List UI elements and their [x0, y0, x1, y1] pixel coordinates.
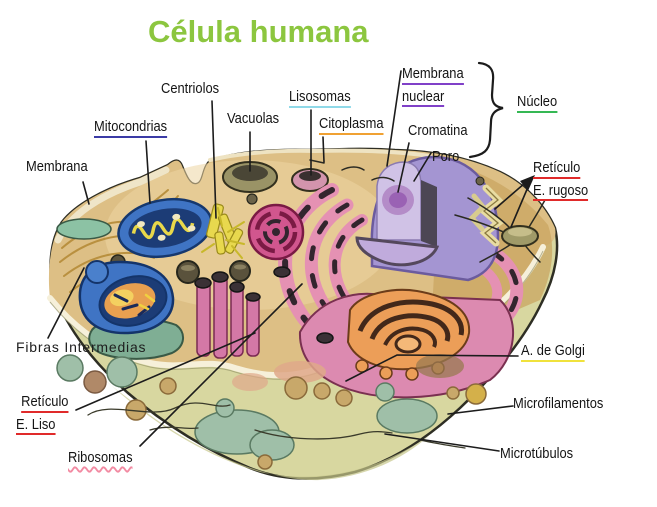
label-vacuolas: Vacuolas — [227, 110, 280, 127]
membrane-teal-pocket — [56, 218, 112, 240]
label-fibras-intermedias: Fibras Intermedias — [16, 339, 147, 355]
label-microtubulos: Microtúbulos — [500, 445, 574, 462]
er-zigzag — [468, 184, 504, 247]
leader-microtubulos — [384, 433, 500, 452]
page-title: Célula humana — [148, 14, 369, 49]
label-lisosomas: Lisosomas — [289, 87, 351, 110]
lysosome-bowl — [291, 168, 329, 192]
label-centriolos: Centriolos — [161, 80, 220, 97]
label-microfilamentos: Microfilamentos — [513, 395, 604, 412]
leader-rugoso-arrowhead — [520, 175, 535, 191]
leader-rugoso-2 — [510, 186, 529, 228]
label-poro: Poro — [432, 148, 460, 165]
leader-membrana — [82, 181, 90, 205]
label-mitocondrias: Mitocondrias — [94, 117, 168, 140]
er-rose — [247, 203, 305, 261]
label-a-de-golgi: A. de Golgi — [521, 341, 585, 364]
leader-lines — [47, 61, 535, 452]
leader-ribosomas — [139, 283, 303, 447]
leader-citoplasma — [322, 136, 325, 163]
leader-membrana-nuclear — [386, 70, 402, 167]
nucleo-brace — [468, 61, 504, 159]
label-cromatina: Cromatina — [408, 122, 468, 139]
leader-reticulo-liso — [75, 332, 256, 411]
nucleus — [355, 155, 500, 282]
olive-inclusions — [56, 354, 487, 470]
mitochondrion — [117, 197, 213, 259]
leader-rugoso-1 — [494, 182, 526, 210]
label-nucleo: Núcleo — [517, 92, 558, 115]
label-reticulo-liso: Retículo E. Liso — [16, 392, 69, 437]
leader-golgi — [345, 354, 519, 382]
leader-centriolos — [211, 100, 217, 219]
label-membrana: Membrana — [26, 158, 88, 175]
leader-mitocondrias — [145, 140, 151, 204]
vacuole-bowl — [222, 161, 278, 193]
label-ribosomas: Ribosomas — [68, 449, 133, 466]
er-tubes — [194, 266, 334, 359]
centrioles — [201, 203, 245, 259]
label-membrana-nuclear: Membrana nuclear — [402, 64, 464, 109]
label-citoplasma: Citoplasma — [319, 114, 384, 137]
leader-poro — [413, 152, 432, 182]
mitochondrion-cut — [78, 260, 184, 360]
leader-fibras — [47, 267, 85, 339]
leader-cromatina — [397, 142, 410, 193]
leader-microfilamentos — [447, 405, 514, 415]
label-reticulo-rugoso: Retículo E. rugoso — [533, 158, 589, 203]
right-vacuole-bowl — [501, 225, 539, 247]
